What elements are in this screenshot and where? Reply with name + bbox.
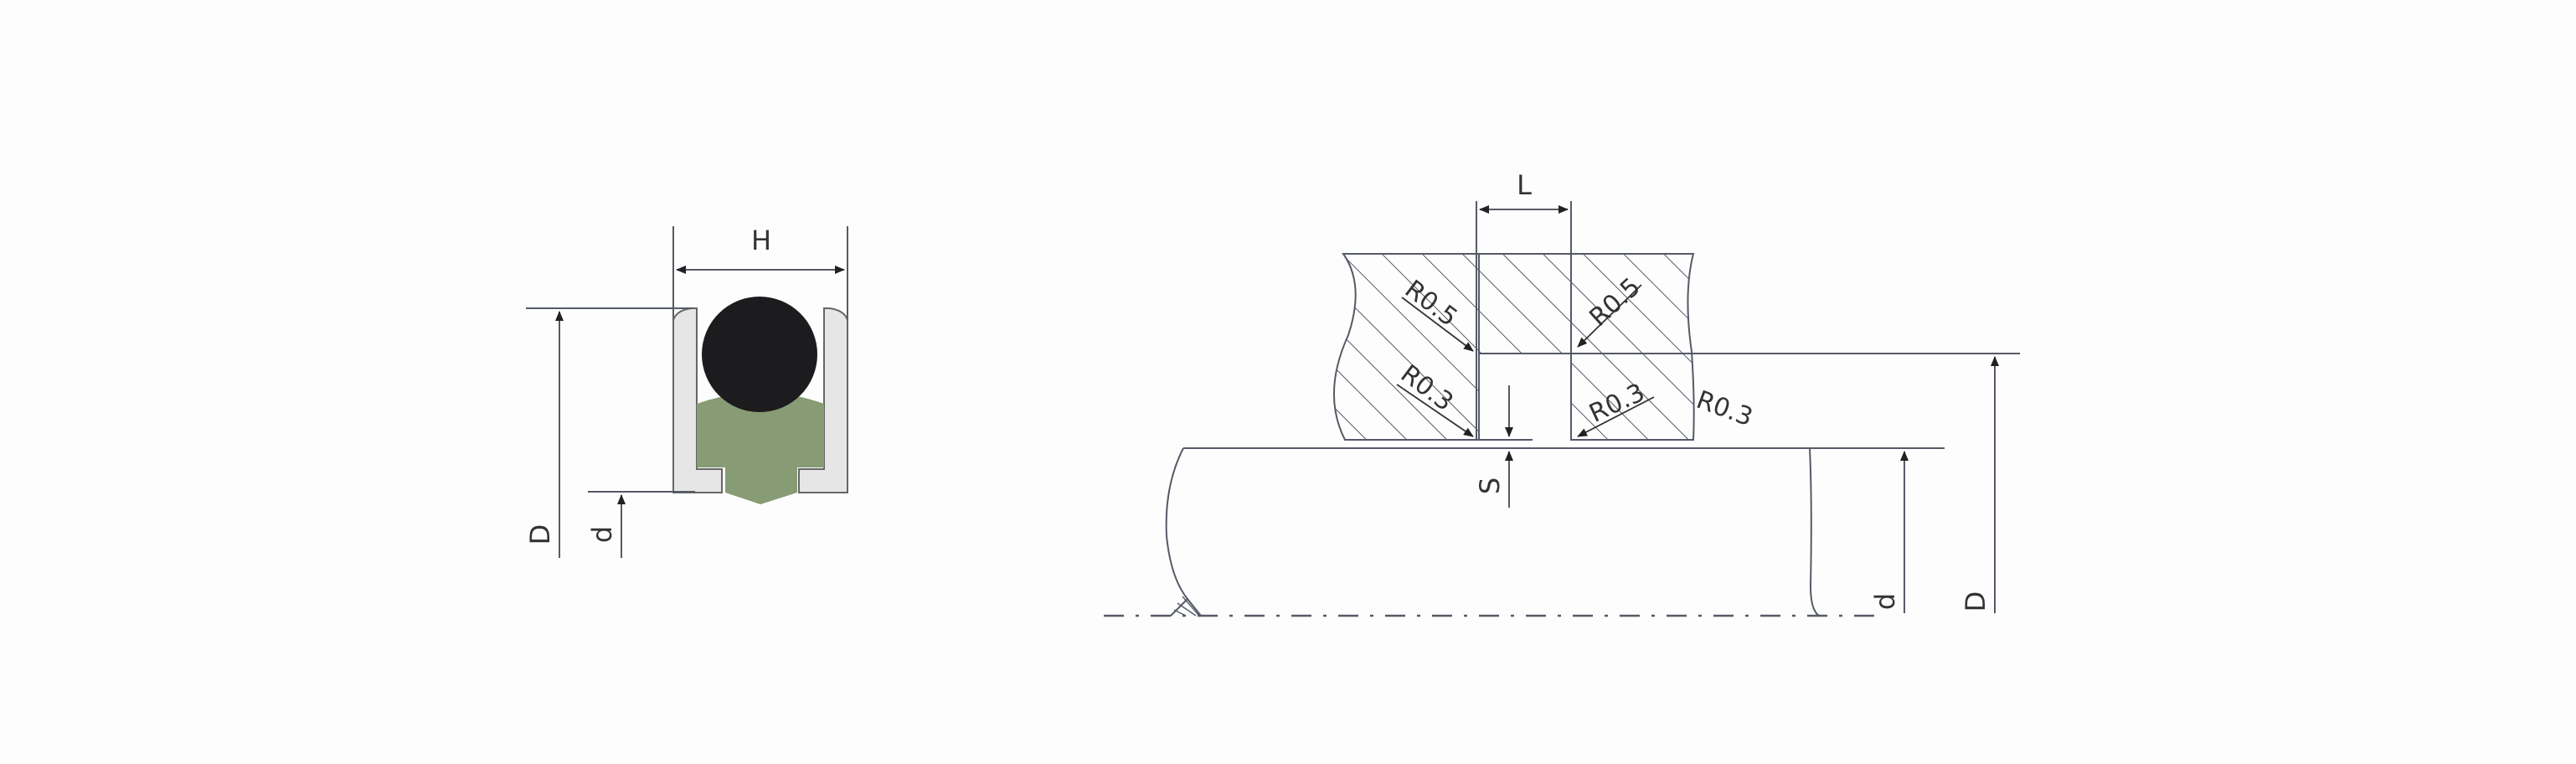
seal-housing: [672, 307, 848, 493]
shaft: [1165, 447, 1945, 617]
seal-body: [697, 392, 824, 504]
housing-right-section: [1570, 253, 1695, 441]
housing-left-section: [1333, 253, 1480, 441]
outer-diameter-dimension-d-upper: D: [524, 307, 693, 558]
label-l: L: [1517, 169, 1532, 201]
housing-groove-top: [1478, 253, 1572, 354]
seal-cross-section: H D d: [524, 225, 848, 558]
bore-diameter-dimension: D: [1960, 356, 1999, 613]
label-outer-d: D: [524, 524, 556, 545]
label-bore-d: D: [1960, 591, 1991, 612]
groove-width-dimension-l: L: [1476, 169, 1572, 440]
o-ring: [702, 297, 817, 412]
label-rod-d: d: [1869, 593, 1901, 610]
rod-diameter-dimension: d: [1869, 451, 1909, 613]
groove-installation-drawing: L S R0.5 R0.3 R: [1104, 169, 2020, 617]
inner-diameter-dimension-d-lower: d: [586, 491, 695, 558]
label-inner-d: d: [586, 526, 618, 543]
label-h: H: [751, 225, 771, 256]
label-s: S: [1474, 478, 1506, 494]
label-radius-outer-right: R0.3: [1692, 385, 1756, 432]
clearance-dimension-s: S: [1474, 385, 1533, 508]
